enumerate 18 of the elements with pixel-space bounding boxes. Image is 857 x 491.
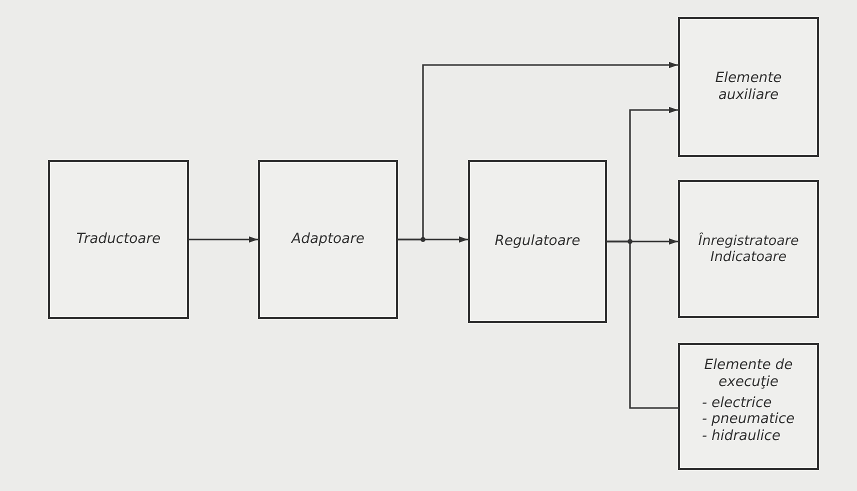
block-box (678, 343, 819, 470)
block-label: Traductoare (76, 231, 161, 248)
block-box (48, 160, 189, 319)
block-label: Elemente auxiliare (714, 70, 783, 104)
list-item: - pneumatice (702, 411, 795, 428)
block-box (258, 160, 398, 319)
block-box (678, 17, 819, 157)
arrow (189, 236, 258, 243)
block-label: Regulatoare (494, 233, 580, 250)
arrow (398, 62, 678, 240)
block-label: Adaptoare (292, 231, 364, 248)
block-box (678, 180, 819, 318)
block-label: Elemente de execuţie (703, 357, 794, 391)
block-box (468, 160, 607, 323)
connector-line (607, 240, 678, 409)
list-item: - electrice (702, 394, 772, 412)
block-label: Înregistratoare Indicatoare (697, 232, 800, 266)
list-item: - hidraulice (702, 428, 780, 445)
